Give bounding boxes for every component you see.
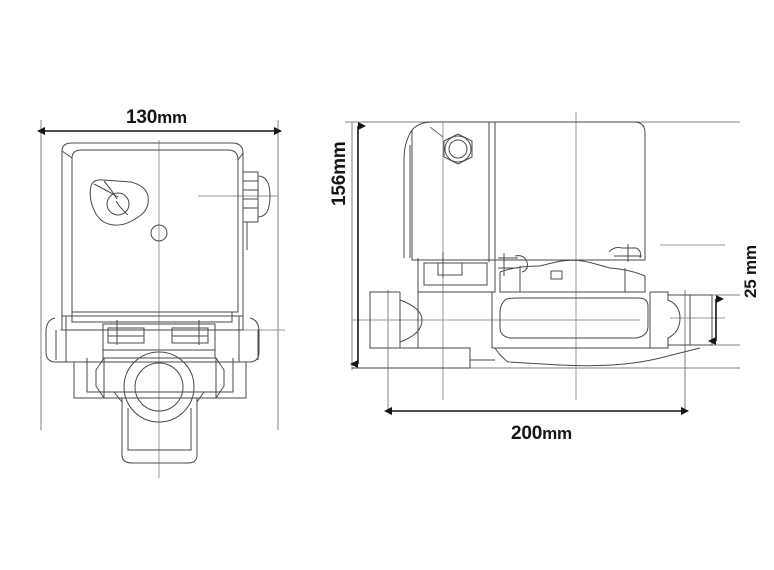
front-button — [150, 224, 168, 242]
shell-bevel-left — [61, 150, 73, 159]
side-barrel — [491, 291, 681, 349]
width-number: 130 — [126, 107, 158, 128]
dimension-label-length: 200mm — [511, 423, 572, 445]
dimension-label-width: 130mm — [126, 107, 187, 129]
dimension-lines — [37, 122, 724, 415]
front-extension-lines — [40, 120, 279, 430]
dimension-label-height: 156mm — [329, 141, 350, 207]
cable-gland — [242, 171, 271, 250]
dimension-label-detail: 25 mm — [741, 245, 760, 298]
front-outer-shell — [61, 142, 244, 317]
front-bottom-flange — [113, 391, 205, 464]
side-clamp-body — [499, 259, 646, 293]
length-units: mm — [542, 424, 572, 443]
side-view-geometry — [345, 112, 740, 412]
side-outlet — [668, 294, 713, 346]
side-bolt-detail-right — [608, 244, 642, 262]
side-centerlines — [352, 112, 725, 400]
front-centerlines — [60, 140, 285, 478]
side-bolt-detail — [498, 253, 528, 276]
shell-bevel-right — [237, 152, 244, 161]
side-bracket — [369, 252, 496, 349]
hex-nut — [429, 126, 473, 165]
length-number: 200 — [511, 423, 543, 444]
side-body-left-contour — [403, 129, 413, 258]
front-lower-saddle — [73, 357, 247, 399]
front-mounting-band — [45, 312, 260, 363]
side-upper-body — [411, 121, 646, 261]
side-bottom-contour — [352, 347, 701, 369]
front-view-geometry — [40, 120, 285, 478]
front-inner-shell — [71, 149, 239, 313]
front-port — [123, 351, 195, 423]
width-units: mm — [157, 108, 187, 127]
propeller-emblem — [89, 179, 149, 226]
